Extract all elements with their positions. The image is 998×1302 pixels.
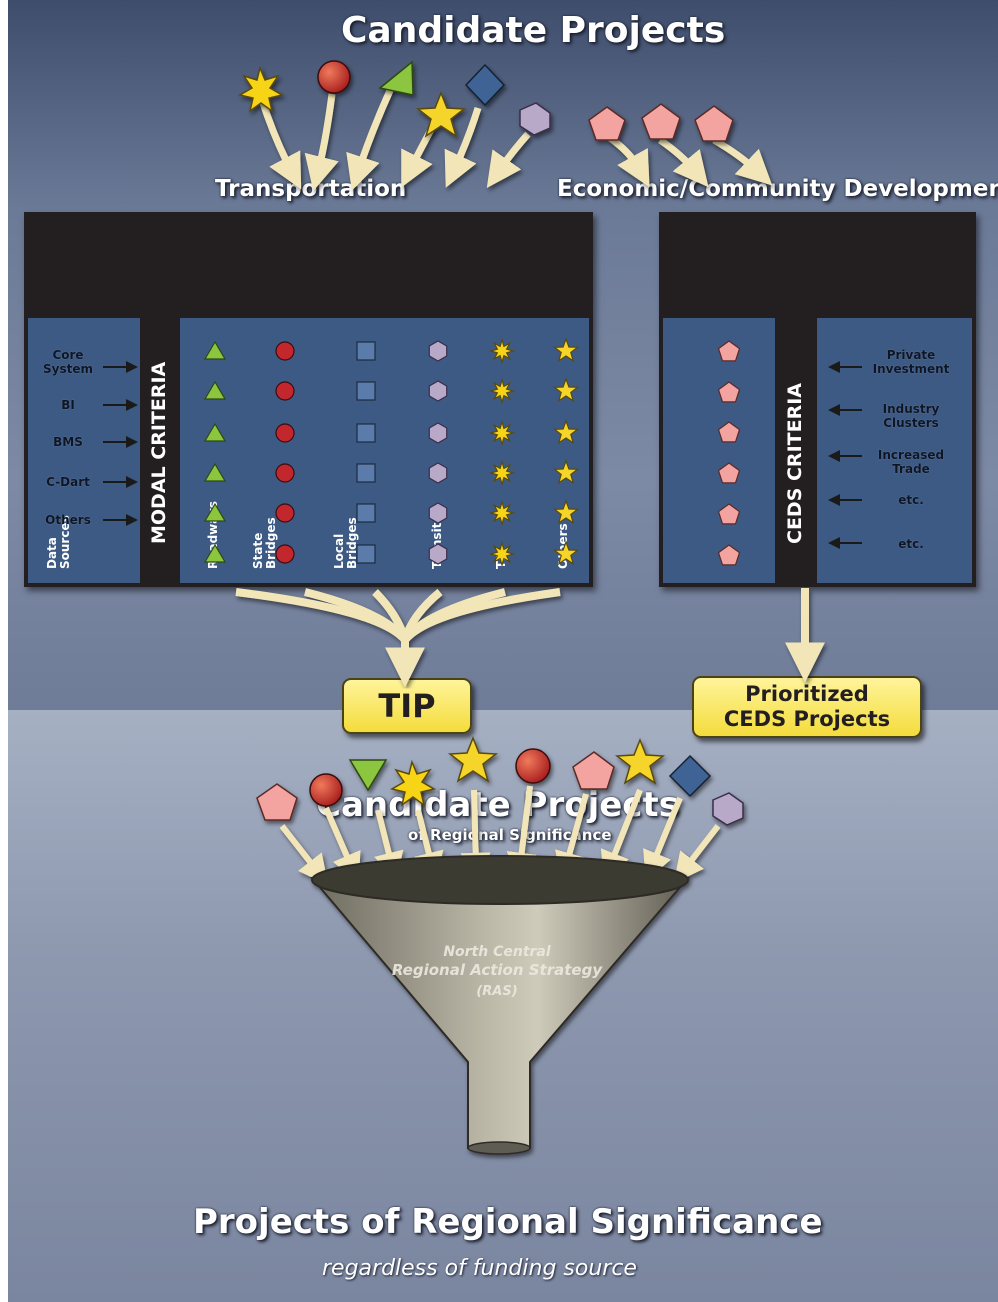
transportation-label: Transportation [215,176,407,202]
tip-box: TIP [342,678,472,734]
ceds-criteria-label: CEDS CRITERIA [784,383,806,544]
data-sources-area [28,318,140,583]
modal-criteria-label: MODAL CRITERIA [148,361,170,544]
header-roadways: Roadways [206,501,220,569]
ceds-input-increased-trade: Increased Trade [877,448,945,476]
source-bi: BI [61,398,75,412]
header-te: TE [494,552,508,569]
prioritized-ceds-box: Prioritized CEDS Projects [692,676,922,738]
tip-label: TIP [378,687,436,725]
source-core-system: Core System [43,348,93,376]
prioritized-ceds-label: Prioritized CEDS Projects [723,682,891,731]
header-data-sources: Data Sources [45,515,72,569]
ceds-criteria-panel: Private Investment Industry Clusters Inc… [659,212,976,587]
header-state-bridges: State Bridges [251,517,278,569]
econ-development-label: Economic/Community Development [557,176,998,202]
header-transit: Transit [430,522,444,569]
ceds-inputs-area [817,318,972,583]
ceds-input-industry-clusters: Industry Clusters [882,402,940,430]
top-title: Candidate Projects [341,10,726,51]
output-subtitle: regardless of funding source [322,1256,637,1281]
regional-candidate-title: Candidate Projects [316,785,679,825]
ceds-input-private-investment: Private Investment [872,348,950,376]
header-local-bridges: Local Bridges [332,517,359,569]
source-bms: BMS [53,435,83,449]
ceds-projects-area [663,318,775,583]
header-others: Others [556,523,570,569]
source-c-dart: C-Dart [46,475,90,489]
ceds-input-etc-2: etc. [898,537,924,551]
ceds-input-etc-1: etc. [898,493,924,507]
source-others: Others [45,513,91,527]
modal-criteria-panel: Data Sources Roadways State Bridges Loca… [24,212,593,587]
regional-candidate-subtitle: of Regional Significance [408,826,612,844]
modal-grid-area [180,318,589,583]
output-title: Projects of Regional Significance [193,1202,823,1242]
